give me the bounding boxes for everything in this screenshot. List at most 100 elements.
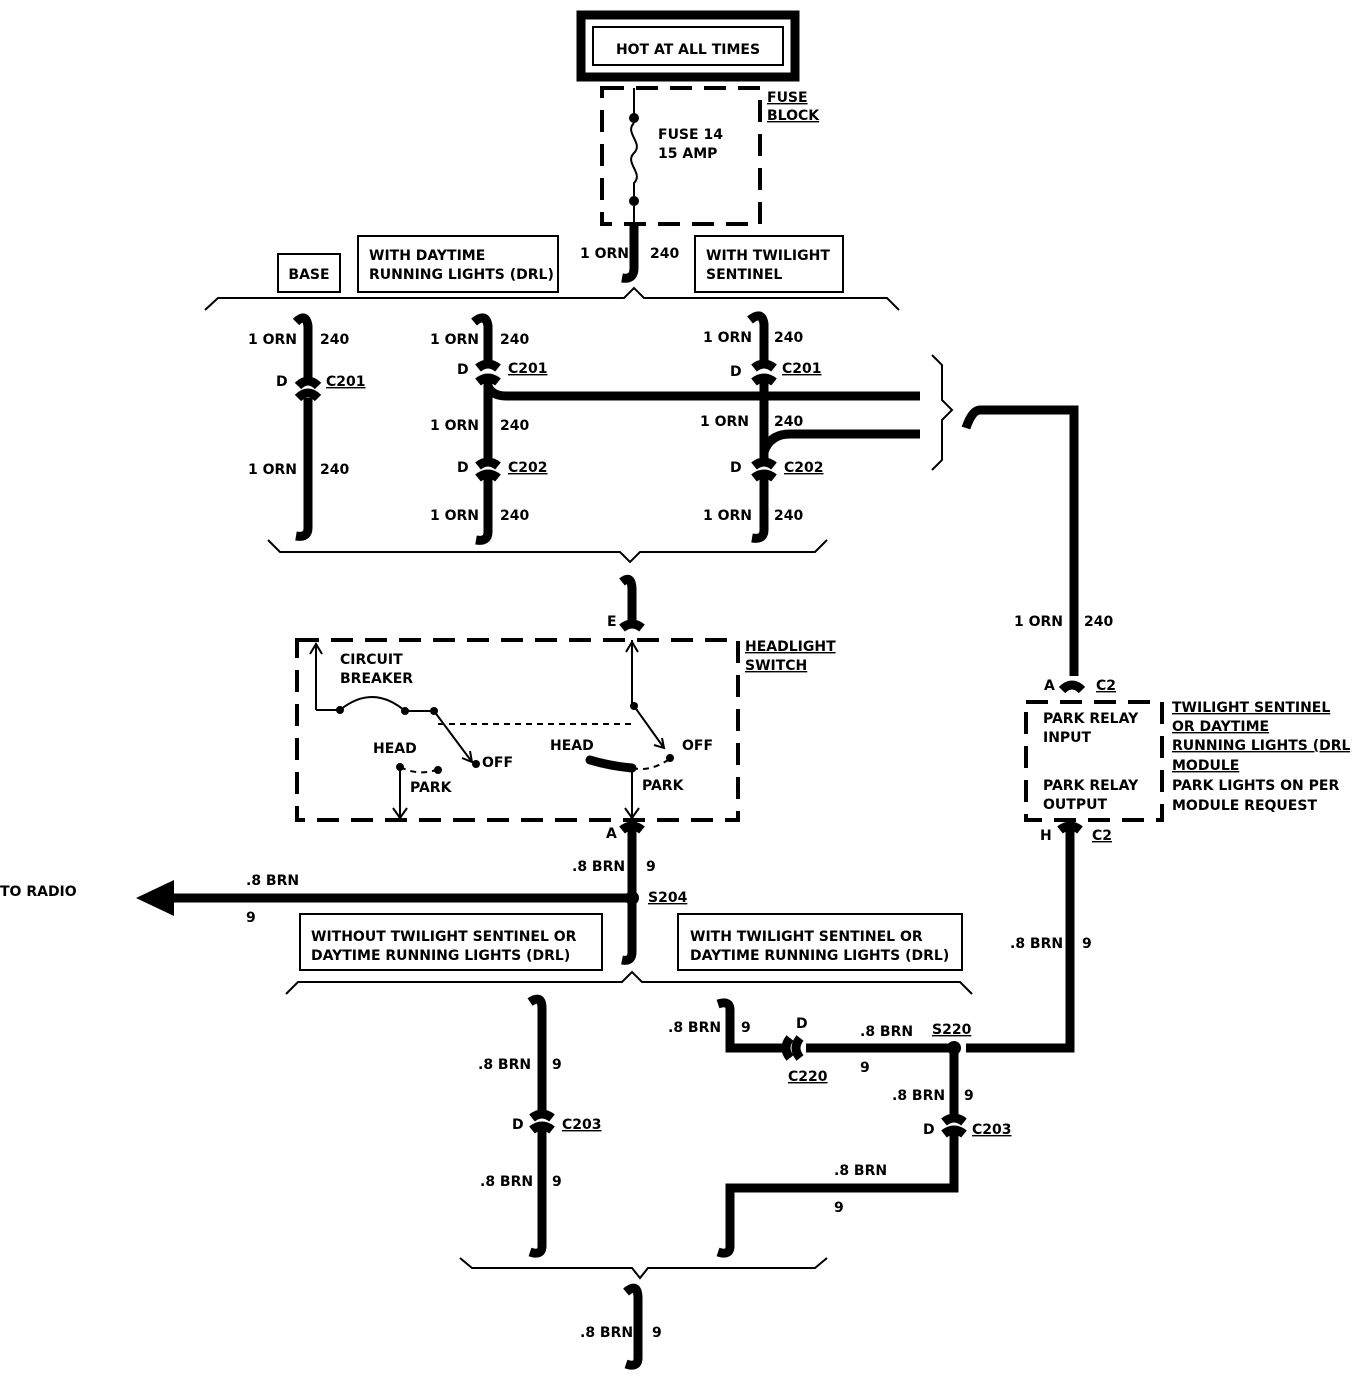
connector-c202-drl: C202: [508, 460, 548, 476]
arrow-up-icon: [309, 642, 323, 655]
svg-text:BASE: BASE: [288, 267, 329, 283]
svg-text:1 ORN: 1 ORN: [580, 246, 629, 262]
svg-text:.8 BRN: .8 BRN: [834, 1163, 887, 1179]
fuse-block: FUSE 14 15 AMP FUSE BLOCK: [600, 86, 820, 226]
without-column: .8 BRN 9 D C203 .8 BRN 9: [478, 994, 602, 1258]
svg-text:1 ORN: 1 ORN: [430, 508, 479, 524]
variant-label-without: WITHOUT TWILIGHT SENTINEL OR DAYTIME RUN…: [299, 913, 603, 971]
feed-wire-240: 1 ORN 240: [580, 224, 679, 283]
svg-text:240: 240: [650, 246, 679, 262]
connector-c201-drl: C201: [508, 361, 548, 377]
arrow-left-icon: [136, 880, 174, 916]
connector-c220: C220: [788, 1069, 828, 1085]
variant-brace-top: [204, 286, 900, 311]
svg-text:240: 240: [774, 414, 803, 430]
svg-text:RUNNING LIGHTS (DRL): RUNNING LIGHTS (DRL): [369, 267, 554, 283]
svg-text:D: D: [276, 374, 288, 390]
headlight-switch-label-1: HEADLIGHT: [745, 639, 836, 655]
svg-text:240: 240: [774, 330, 803, 346]
variant-brace-right: [931, 354, 954, 471]
svg-text:HEAD: HEAD: [373, 741, 417, 757]
svg-text:.8 BRN: .8 BRN: [668, 1020, 721, 1036]
svg-text:A: A: [1044, 678, 1055, 694]
svg-text:E: E: [607, 614, 617, 630]
svg-text:PARK: PARK: [410, 780, 453, 796]
circuit-breaker-icon: [339, 696, 405, 711]
module-output-wire-9: H C2 .8 BRN 9: [966, 821, 1112, 1053]
svg-text:SENTINEL: SENTINEL: [706, 267, 782, 283]
svg-text:.8 BRN: .8 BRN: [892, 1088, 945, 1104]
variant-label-with: WITH TWILIGHT SENTINEL OR DAYTIME RUNNIN…: [677, 913, 963, 971]
final-output-wire-9: .8 BRN 9: [580, 1283, 662, 1370]
svg-text:9: 9: [860, 1060, 870, 1076]
svg-text:1 ORN: 1 ORN: [1014, 614, 1063, 630]
svg-text:240: 240: [320, 332, 349, 348]
svg-text:D: D: [730, 364, 742, 380]
svg-text:1 ORN: 1 ORN: [248, 332, 297, 348]
splice-s220: S220: [932, 1022, 972, 1038]
switch-output-wire-9: A .8 BRN 9 S204: [572, 821, 688, 965]
svg-text:.8 BRN: .8 BRN: [246, 873, 299, 889]
hot-at-all-times-box: HOT AT ALL TIMES: [576, 10, 800, 82]
variant-brace-bottom: [285, 970, 973, 995]
svg-text:1 ORN: 1 ORN: [703, 330, 752, 346]
svg-text:240: 240: [500, 508, 529, 524]
svg-text:OFF: OFF: [482, 755, 513, 771]
svg-text:D: D: [730, 460, 742, 476]
svg-text:D: D: [457, 460, 469, 476]
module-name-1: TWILIGHT SENTINEL: [1172, 700, 1330, 716]
connector-c2-input: C2: [1096, 678, 1116, 694]
svg-text:1 ORN: 1 ORN: [430, 332, 479, 348]
svg-text:1 ORN: 1 ORN: [248, 462, 297, 478]
svg-text:D: D: [457, 362, 469, 378]
svg-text:.8 BRN: .8 BRN: [572, 859, 625, 875]
svg-text:9: 9: [964, 1088, 974, 1104]
svg-text:WITHOUT TWILIGHT SENTINEL OR: WITHOUT TWILIGHT SENTINEL OR: [311, 929, 577, 945]
arrow-down-icon: [392, 807, 408, 820]
fuse-element-icon: [630, 122, 638, 200]
drl-module: PARK RELAY INPUT PARK RELAY OUTPUT TWILI…: [1024, 700, 1352, 822]
svg-text:.8 BRN: .8 BRN: [580, 1325, 633, 1341]
module-name-2: OR DAYTIME: [1172, 719, 1269, 735]
connector-c202-twilight: C202: [784, 460, 824, 476]
svg-text:240: 240: [1084, 614, 1113, 630]
svg-text:9: 9: [246, 910, 256, 926]
svg-text:9: 9: [834, 1200, 844, 1216]
svg-text:WITH DAYTIME: WITH DAYTIME: [369, 248, 485, 264]
svg-text:WITH TWILIGHT: WITH TWILIGHT: [706, 248, 830, 264]
connector-c203-with: C203: [972, 1122, 1012, 1138]
module-note-2: MODULE REQUEST: [1172, 798, 1317, 814]
svg-text:WITH TWILIGHT SENTINEL OR: WITH TWILIGHT SENTINEL OR: [690, 929, 923, 945]
variant-brace-middle: [267, 539, 828, 564]
svg-text:INPUT: INPUT: [1043, 730, 1092, 746]
module-note-1: PARK LIGHTS ON PER: [1172, 778, 1339, 794]
variant-brace-final: [459, 1257, 828, 1280]
hot-at-all-times-label: HOT AT ALL TIMES: [616, 42, 760, 58]
svg-text:BREAKER: BREAKER: [340, 671, 413, 687]
svg-text:1 ORN: 1 ORN: [703, 508, 752, 524]
svg-text:A: A: [606, 826, 617, 842]
svg-text:9: 9: [552, 1057, 562, 1073]
connector-c201-base: C201: [326, 374, 366, 390]
svg-text:240: 240: [500, 332, 529, 348]
twilight-column: 1 ORN 240 D C201 1 ORN 240 D C202 1 ORN …: [700, 311, 920, 543]
svg-text:DAYTIME RUNNING LIGHTS (DRL): DAYTIME RUNNING LIGHTS (DRL): [311, 948, 570, 964]
svg-text:D: D: [923, 1122, 935, 1138]
svg-text:OUTPUT: OUTPUT: [1043, 797, 1107, 813]
drl-column: 1 ORN 240 D C201 1 ORN 240 D C202 1 ORN …: [430, 313, 920, 545]
svg-text:D: D: [796, 1016, 808, 1032]
svg-text:PARK RELAY: PARK RELAY: [1043, 711, 1139, 727]
svg-text:9: 9: [646, 859, 656, 875]
svg-text:HEAD: HEAD: [550, 738, 594, 754]
svg-text:.8 BRN: .8 BRN: [860, 1024, 913, 1040]
splice-s220-wiring: S220 .8 BRN 9 D C220 .8 BRN 9 .8 BRN 9 D…: [668, 998, 1012, 1258]
headlight-switch-label-2: SWITCH: [745, 658, 807, 674]
svg-text:.8 BRN: .8 BRN: [480, 1174, 533, 1190]
svg-text:.8 BRN: .8 BRN: [478, 1057, 531, 1073]
fuse-number: FUSE 14: [658, 127, 723, 143]
connector-c203-without: C203: [562, 1117, 602, 1133]
svg-text:PARK RELAY: PARK RELAY: [1043, 778, 1139, 794]
svg-text:D: D: [512, 1117, 524, 1133]
headlight-switch: HEADLIGHT SWITCH CIRCUIT BREAKER HEAD PA…: [295, 638, 836, 822]
svg-text:DAYTIME RUNNING LIGHTS (DRL): DAYTIME RUNNING LIGHTS (DRL): [690, 948, 949, 964]
